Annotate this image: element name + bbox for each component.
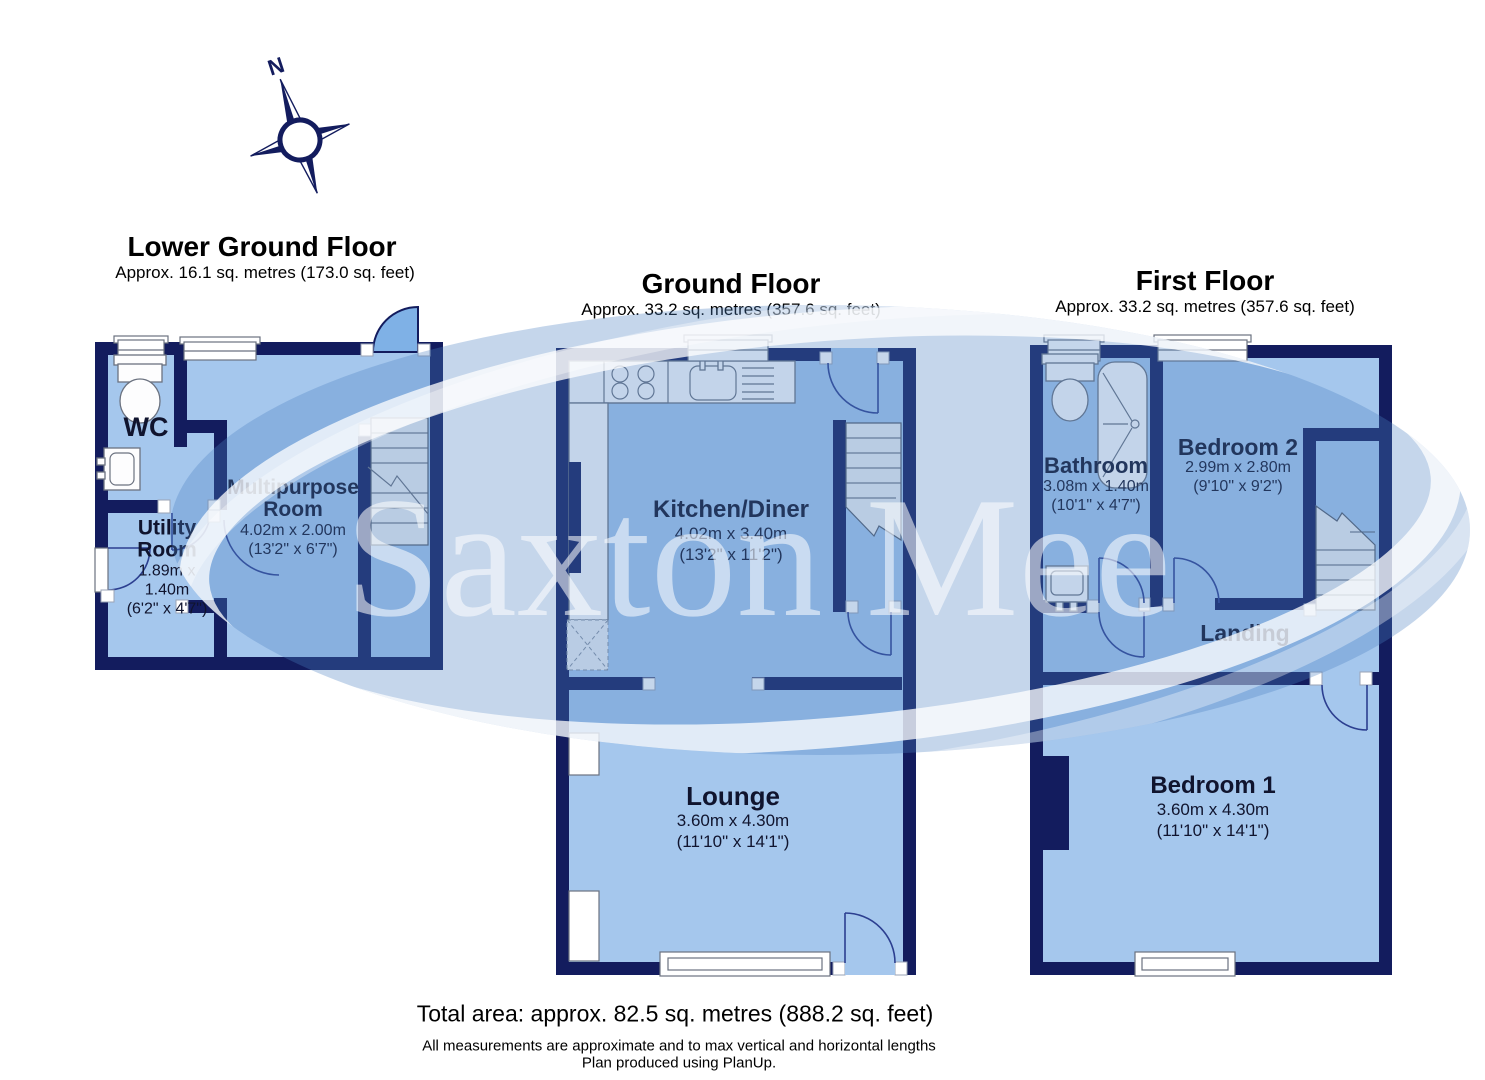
first-area: Approx. 33.2 sq. metres (357.6 sq. feet) [1055, 297, 1355, 316]
room-label-kitchen-diner: Kitchen/Diner 4.02m x 3.40m (13'2" x 11'… [652, 496, 810, 565]
lower-ground-title: Lower Ground Floor [127, 231, 397, 262]
first-title: First Floor [1135, 265, 1275, 296]
room-label-wc: WC [123, 412, 169, 442]
room-label-multipurpose: Multipurpose Room 4.02m x 2.00m (13'2" x… [227, 476, 359, 559]
room-label-bedroom1: Bedroom 1 3.60m x 4.30m (11'10" x 14'1") [1150, 772, 1276, 841]
chimney-breast [1043, 756, 1069, 850]
door-arc [844, 912, 896, 964]
room-label-bedroom2: Bedroom 2 2.99m x 2.80m (9'10" x 9'2") [1177, 434, 1299, 496]
room-label-landing: Landing [1200, 620, 1290, 646]
compass-north-label: N [265, 52, 288, 81]
room-label-bathroom: Bathroom 3.08m x 1.40m (10'1" x 4'7") [1043, 453, 1149, 515]
lower-ground-area: Approx. 16.1 sq. metres (173.0 sq. feet) [115, 263, 415, 282]
window [659, 951, 831, 977]
ground-area: Approx. 33.2 sq. metres (357.6 sq. feet) [581, 300, 881, 319]
producer-text: Plan produced using PlanUp. [581, 1054, 777, 1072]
sink-icon [96, 447, 141, 491]
room-label-utility: Utility Room 1.89m x 1.40m (6'2" x 4'7") [126, 516, 208, 618]
room-label-lounge: Lounge 3.60m x 4.30m (11'10" x 14'1") [676, 781, 790, 851]
total-area-text: Total area: approx. 82.5 sq. metres (888… [416, 1000, 934, 1027]
toilet-icon [113, 354, 167, 424]
disclaimer-text: All measurements are approximate and to … [422, 1037, 936, 1055]
ground-title: Ground Floor [641, 268, 821, 299]
compass-rose-icon: N [250, 52, 350, 194]
